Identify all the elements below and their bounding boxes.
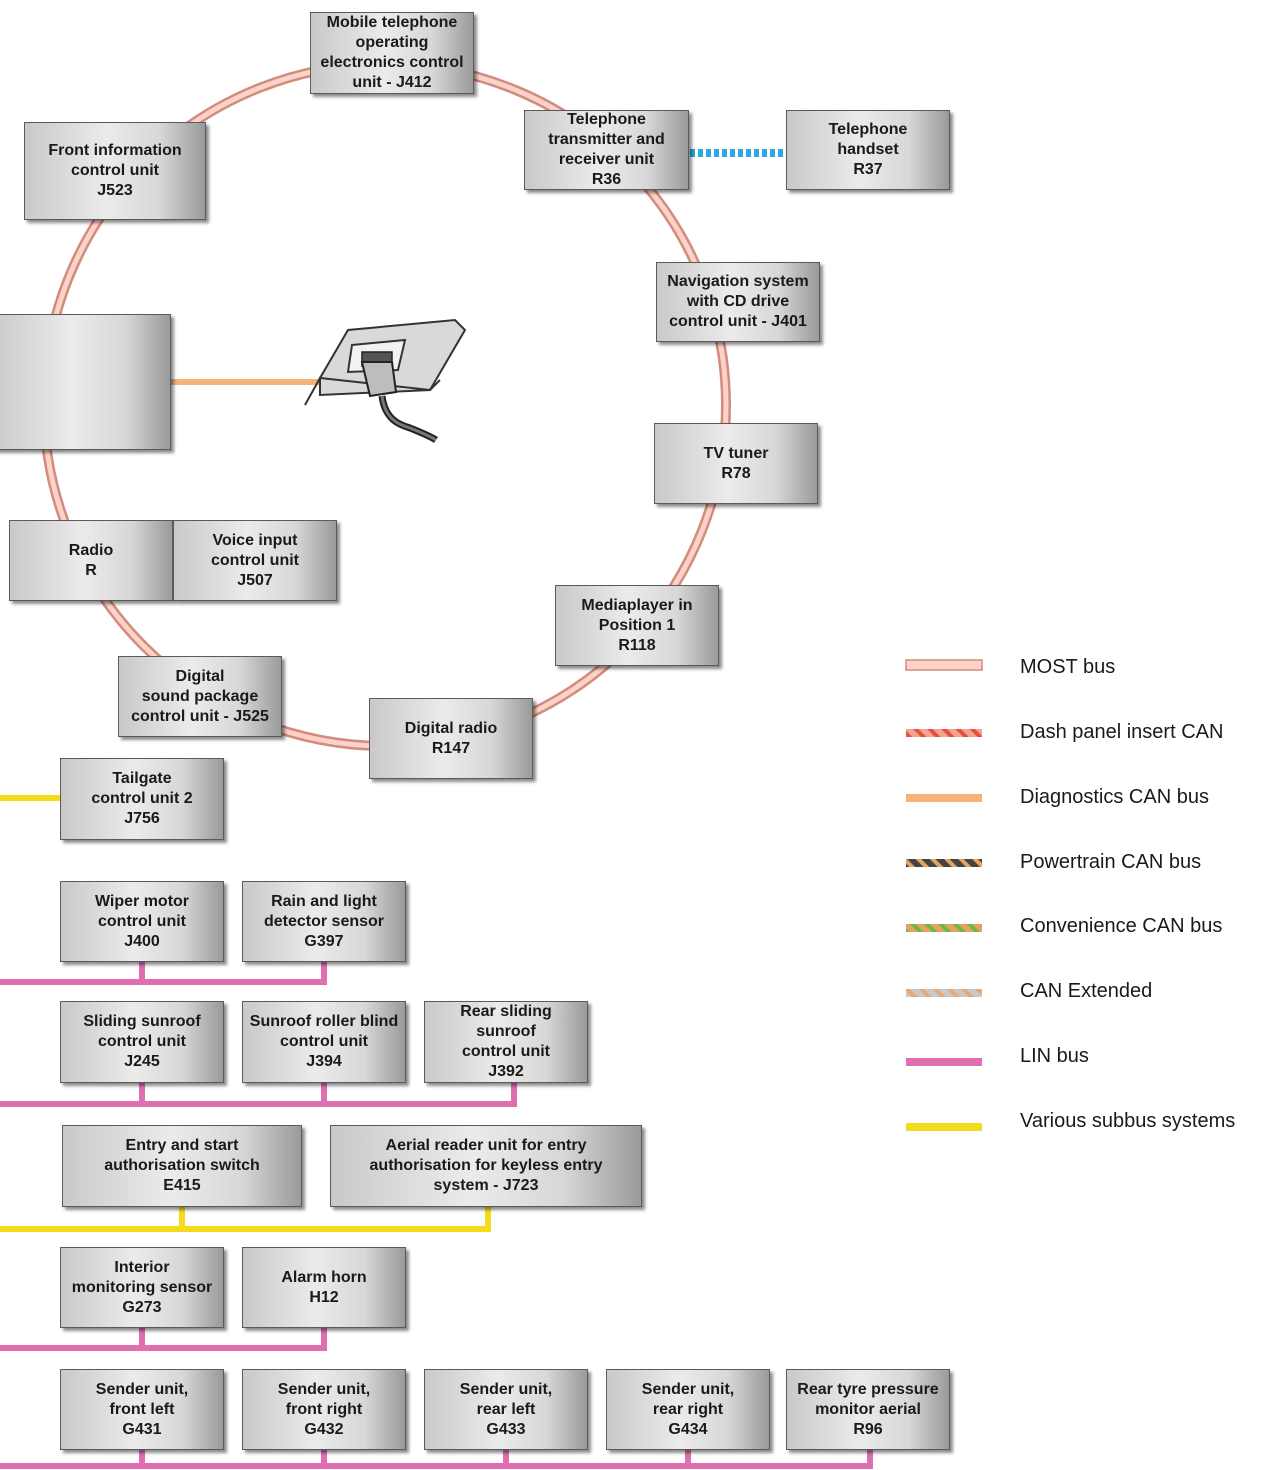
unit-g431: Sender unit, front left G431 <box>60 1369 224 1450</box>
unit-j723: Aerial reader unit for entry authorisati… <box>330 1125 642 1207</box>
unit-g273: Interior monitoring sensor G273 <box>60 1247 224 1328</box>
unit-j523: Front information control unit J523 <box>24 122 206 220</box>
lin-bus-wiper <box>0 962 327 985</box>
unit-r37: Telephone handset R37 <box>786 110 950 190</box>
lin-bus-tyre-pressure <box>0 1450 873 1469</box>
unit-r147: Digital radio R147 <box>369 698 533 779</box>
legend-label-diagnostics: Diagnostics CAN bus <box>1020 786 1209 808</box>
legend-swatch-lin <box>906 1058 982 1066</box>
subbus-entry <box>0 1207 491 1232</box>
legend-label-subbus: Various subbus systems <box>1020 1110 1236 1132</box>
unit-r96: Rear tyre pressure monitor aerial R96 <box>786 1369 950 1450</box>
unit-g434: Sender unit, rear right G434 <box>606 1369 770 1450</box>
unit-j245: Sliding sunroof control unit J245 <box>60 1001 224 1083</box>
legend-swatch-subbus <box>906 1123 982 1131</box>
unit-j412: Mobile telephone operating electronics c… <box>310 12 474 94</box>
legend-swatch-powertrain <box>906 859 982 867</box>
unit-g433: Sender unit, rear left G433 <box>424 1369 588 1450</box>
unit-h12: Alarm horn H12 <box>242 1247 406 1328</box>
legend-label-can-extended: CAN Extended <box>1020 980 1153 1002</box>
legend-swatch-dash-panel <box>906 729 982 737</box>
legend-swatch-most <box>905 659 983 671</box>
unit-j400: Wiper motor control unit J400 <box>60 881 224 962</box>
left-module-box <box>0 314 171 450</box>
unit-r118: Mediaplayer in Position 1 R118 <box>555 585 719 666</box>
legend-label-dash-panel: Dash panel insert CAN <box>1020 721 1224 743</box>
unit-j392: Rear sliding sunroof control unit J392 <box>424 1001 588 1083</box>
legend-swatch-convenience <box>906 924 982 932</box>
legend-swatches <box>905 659 983 1131</box>
unit-g397: Rain and light detector sensor G397 <box>242 881 406 962</box>
unit-j756: Tailgate control unit 2 J756 <box>60 758 224 840</box>
lin-bus-sunroof <box>0 1083 517 1107</box>
unit-j525: Digital sound package control unit - J52… <box>118 656 282 737</box>
unit-j394: Sunroof roller blind control unit J394 <box>242 1001 406 1083</box>
legend-label-lin: LIN bus <box>1020 1045 1089 1067</box>
unit-r78: TV tuner R78 <box>654 423 818 504</box>
legend-swatch-can-extended <box>906 989 982 997</box>
unit-j507: Voice input control unit J507 <box>173 520 337 601</box>
lin-bus-alarm <box>0 1328 327 1351</box>
unit-e415: Entry and start authorisation switch E41… <box>62 1125 302 1207</box>
legend-label-convenience: Convenience CAN bus <box>1020 915 1223 937</box>
unit-j401: Navigation system with CD drive control … <box>656 262 820 342</box>
unit-radio: Radio R <box>9 520 173 601</box>
legend-swatch-diagnostics <box>906 794 982 802</box>
unit-g432: Sender unit, front right G432 <box>242 1369 406 1450</box>
legend-label-powertrain: Powertrain CAN bus <box>1020 851 1202 873</box>
unit-r36: Telephone transmitter and receiver unit … <box>524 110 689 190</box>
legend-label-most: MOST bus <box>1020 656 1116 678</box>
diagnostic-connector-icon <box>304 318 467 443</box>
